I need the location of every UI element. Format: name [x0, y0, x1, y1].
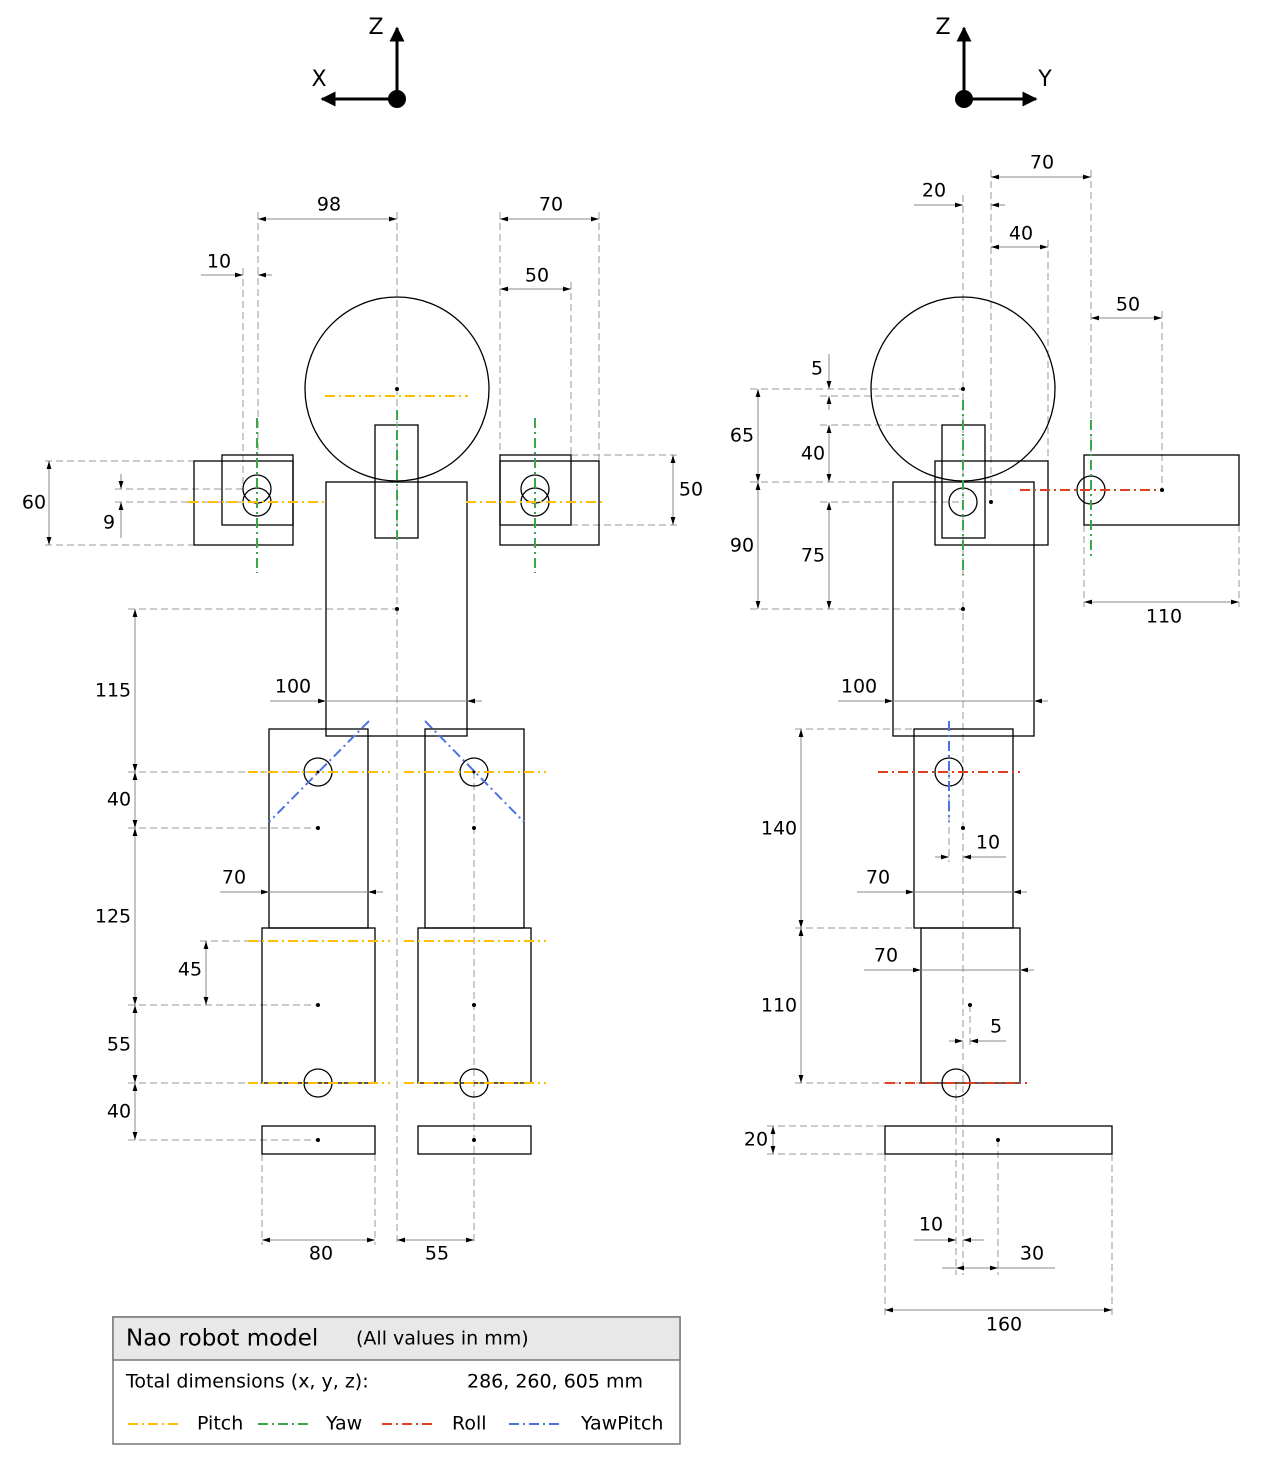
axis-z-label: Z [368, 15, 383, 40]
dim-label: 40 [107, 1101, 131, 1123]
legend-box: Nao robot model (All values in mm) Total… [112, 1316, 681, 1445]
dim-label: 70 [874, 945, 898, 967]
dim-label: 5 [811, 358, 823, 380]
dim-label: 65 [730, 425, 754, 447]
front-view: 98 70 50 10 60 9 50 115 100 40 125 70 45… [22, 194, 703, 1265]
axis-z-label: Z [935, 15, 950, 40]
torso [325, 481, 468, 737]
dim-label: 70 [1030, 152, 1054, 174]
legend-pitch: Pitch [197, 1413, 243, 1435]
dim-label: 45 [178, 959, 202, 981]
dim-label: 40 [107, 789, 131, 811]
legend-yaw: Yaw [325, 1413, 362, 1435]
dim-label: 100 [841, 676, 877, 698]
dim-label: 70 [539, 194, 563, 216]
dim-label: 9 [103, 512, 115, 534]
side-dimensions: 70 20 40 50 5 65 40 90 75 110 100 140 10… [730, 152, 1239, 1336]
dim-label: 70 [222, 867, 246, 889]
shoulder [934, 460, 1049, 546]
dim-label: 110 [1146, 606, 1182, 628]
dim-label: 50 [525, 265, 549, 287]
legend-roll: Roll [452, 1413, 487, 1435]
legs-front [248, 720, 546, 1155]
front-dimensions: 98 70 50 10 60 9 50 115 100 40 125 70 45… [22, 194, 703, 1265]
legend-title: Nao robot model [126, 1326, 318, 1352]
axes-side: Z Y [935, 15, 1052, 108]
dim-label: 75 [801, 545, 825, 567]
dim-label: 160 [986, 1314, 1022, 1336]
dim-label: 50 [1116, 294, 1140, 316]
dim-label: 40 [801, 443, 825, 465]
dim-label: 60 [22, 492, 46, 514]
leg-side [878, 721, 1113, 1155]
axis-y-label: Y [1037, 67, 1052, 92]
dim-label: 40 [1009, 223, 1033, 245]
dim-label: 20 [744, 1129, 768, 1151]
axes-front: Z X [311, 15, 406, 108]
dim-label: 80 [309, 1243, 333, 1265]
axis-x-label: X [311, 67, 326, 92]
left-arm [188, 418, 328, 573]
dim-label: 55 [425, 1243, 449, 1265]
total-dimensions-value: 286, 260, 605 mm [467, 1371, 643, 1393]
dim-label: 110 [761, 995, 797, 1017]
dim-label: 100 [275, 676, 311, 698]
dim-label: 10 [207, 251, 231, 273]
dim-label: 30 [1020, 1243, 1044, 1265]
right-arm [466, 418, 606, 573]
dim-label: 5 [990, 1016, 1002, 1038]
legend-yawpitch: YawPitch [580, 1413, 663, 1435]
arm-side [1020, 420, 1240, 560]
total-dimensions-label: Total dimensions (x, y, z): [125, 1371, 369, 1393]
dim-label: 10 [976, 832, 1000, 854]
dim-label: 20 [922, 180, 946, 202]
dim-label: 98 [317, 194, 341, 216]
dim-label: 125 [95, 906, 131, 928]
dim-label: 115 [95, 680, 131, 702]
head [304, 296, 490, 482]
dim-label: 10 [919, 1214, 943, 1236]
dim-label: 70 [866, 867, 890, 889]
dim-label: 50 [679, 479, 703, 501]
side-view: 70 20 40 50 5 65 40 90 75 110 100 140 10… [730, 152, 1240, 1336]
dim-label: 55 [107, 1034, 131, 1056]
dim-label: 90 [730, 535, 754, 557]
legend-units: (All values in mm) [356, 1328, 529, 1350]
dim-label: 140 [761, 818, 797, 840]
